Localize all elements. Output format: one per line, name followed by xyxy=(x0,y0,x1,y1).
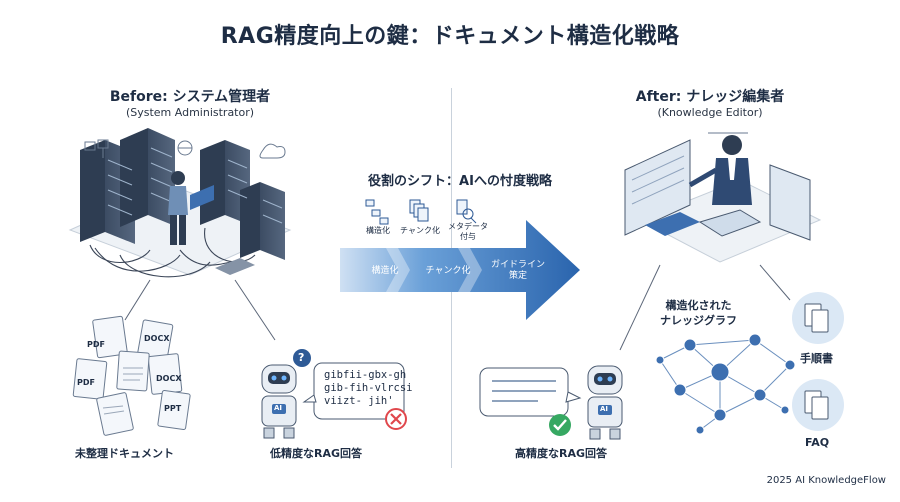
garbled-answer-text: gibfii-gbx-gh gib-fih-vlrcsi viizt- jih' xyxy=(324,369,413,407)
footer-copyright: 2025 AI KnowledgeFlow xyxy=(766,475,886,486)
low-accuracy-caption: 低精度なRAG回答 xyxy=(270,447,363,460)
robot-confident-illustration xyxy=(587,365,623,440)
before-heading: Before: システム管理者 xyxy=(109,89,271,105)
high-accuracy-caption: 高精度なRAG回答 xyxy=(515,447,608,460)
role-shift-arrow xyxy=(340,220,580,320)
unorganized-docs-caption: 未整理ドキュメント xyxy=(75,447,174,460)
doc-label-docx-1: DOCX xyxy=(144,334,170,343)
icon-label-structuring: 構造化 xyxy=(366,226,390,235)
robot-ai-badge-before: AI xyxy=(274,404,283,412)
after-heading: After: ナレッジ編集者 xyxy=(635,89,785,105)
robot-confused-illustration xyxy=(261,349,311,439)
garbled-answer-bubble xyxy=(302,362,407,430)
arrow-step-chunking: チャンク化 xyxy=(425,266,471,276)
knowledge-graph-caption: 構造化された ナレッジグラフ xyxy=(660,299,737,327)
middle-icons xyxy=(365,199,477,225)
server-racks-illustration xyxy=(68,128,292,278)
before-subheading: (System Administrator) xyxy=(125,106,255,119)
knowledge-graph xyxy=(655,333,796,435)
faq-label: FAQ xyxy=(805,436,830,449)
before-connectors xyxy=(124,279,276,341)
question-mark: ? xyxy=(298,351,305,364)
icon-label-metadata: メタデータ 付与 xyxy=(448,222,488,241)
doc-label-ppt: PPT xyxy=(164,404,182,413)
doc-label-docx-2: DOCX xyxy=(156,374,182,383)
unorganized-documents-illustration xyxy=(72,315,191,436)
manual-label: 手順書 xyxy=(800,352,833,365)
doc-label-pdf-1: PDF xyxy=(87,340,105,349)
manual-faq-icons xyxy=(792,292,844,431)
arrow-step-guideline: ガイドライン 策定 xyxy=(490,260,545,281)
after-connectors xyxy=(619,264,791,351)
knowledge-editor-illustration xyxy=(624,132,822,263)
page-title: RAG精度向上の鍵：ドキュメント構造化戦略 xyxy=(220,24,680,49)
accurate-answer-bubble xyxy=(479,367,582,436)
role-shift-heading: 役割のシフト：AIへの忖度戦略 xyxy=(368,174,552,189)
arrow-step-structuring: 構造化 xyxy=(371,266,399,276)
icon-label-chunking: チャンク化 xyxy=(400,226,440,235)
doc-label-pdf-2: PDF xyxy=(77,378,95,387)
after-subheading: (Knowledge Editor) xyxy=(657,106,763,119)
robot-ai-badge-after: AI xyxy=(600,405,609,413)
